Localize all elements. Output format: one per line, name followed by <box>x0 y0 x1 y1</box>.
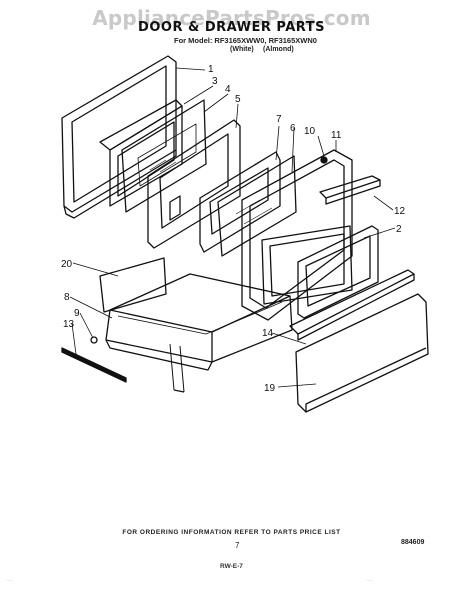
callout-19: 19 <box>264 383 276 394</box>
part-door-outer-panel <box>61 55 177 219</box>
part-drawer-body <box>105 273 293 393</box>
part-inner-glass-frame <box>199 151 281 253</box>
part-glass-inner <box>121 99 207 213</box>
callout-1: 1 <box>208 64 214 75</box>
part-drawer-back <box>99 257 167 313</box>
callout-8: 8 <box>64 292 70 303</box>
part-door-handle <box>319 175 381 205</box>
watermark: AppliancePartsPros.com <box>92 6 371 30</box>
callout-3: 3 <box>212 76 218 87</box>
variant-white: (White) <box>230 46 254 53</box>
callout-labels: 1 3 4 5 7 6 10 11 12 2 20 8 9 13 14 19 <box>61 64 406 394</box>
variant-almond: (Almond) <box>263 46 294 53</box>
callout-6: 6 <box>290 123 296 134</box>
callout-13: 13 <box>63 319 75 330</box>
model-line: For Model: RF3165XWW0, RF3165XWN0 <box>174 36 317 45</box>
corner-note-right: ........ <box>366 578 374 582</box>
callout-11: 11 <box>331 130 342 141</box>
part-window-frame <box>261 225 379 319</box>
part-drawer-trim <box>289 269 415 341</box>
part-drawer-clip <box>90 336 98 344</box>
ordering-info-note: FOR ORDERING INFORMATION REFER TO PARTS … <box>122 529 341 536</box>
callout-7: 7 <box>276 114 282 125</box>
part-door-liner <box>147 119 241 249</box>
callout-4: 4 <box>225 84 231 95</box>
revision-code: RW-E-7 <box>220 563 243 570</box>
reference-code: 884609 <box>401 539 425 546</box>
callout-9: 9 <box>74 308 80 319</box>
callout-2: 2 <box>396 224 402 235</box>
callout-10: 10 <box>304 126 316 137</box>
part-drawer-rod <box>61 347 127 383</box>
part-drawer-front <box>295 293 429 413</box>
page-title: DOOR & DRAWER PARTS <box>138 20 325 35</box>
page-number: 7 <box>235 541 240 550</box>
callout-5: 5 <box>235 94 241 105</box>
callout-14: 14 <box>262 328 274 339</box>
callout-12: 12 <box>394 206 406 217</box>
part-screw <box>320 156 328 164</box>
callout-20: 20 <box>61 259 73 270</box>
corner-note-left: ........ <box>6 578 14 582</box>
